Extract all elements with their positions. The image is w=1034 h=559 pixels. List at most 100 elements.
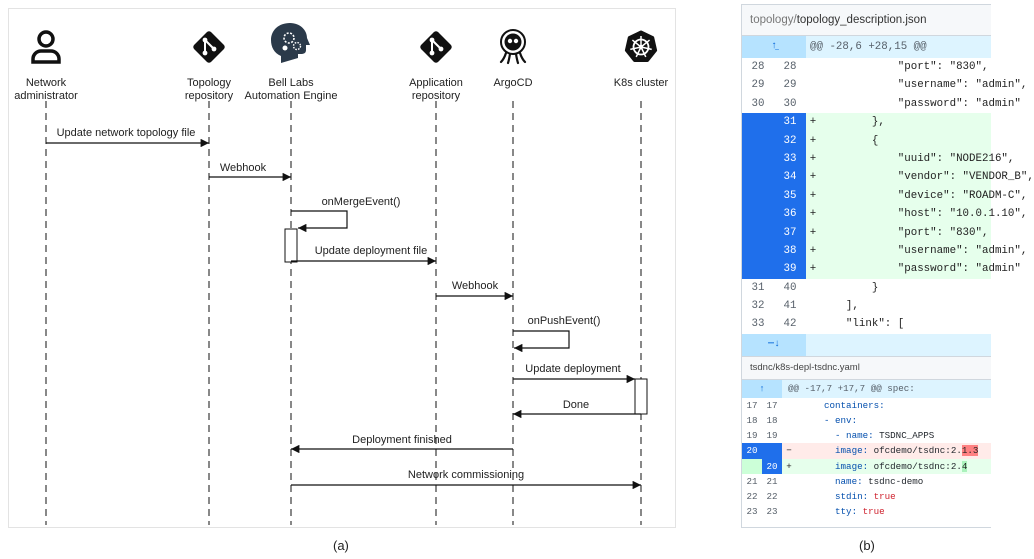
new-line-number[interactable]: 23 <box>766 506 778 518</box>
new-line-number[interactable]: 41 <box>783 300 797 313</box>
message-label: Webhook <box>220 162 267 174</box>
expand-up-icon[interactable]: ↑̤̤ <box>742 36 806 58</box>
old-line-number[interactable]: 19 <box>746 430 758 442</box>
file-header-1[interactable]: topology/topology_description.json <box>742 5 991 36</box>
old-line-number[interactable] <box>742 113 774 132</box>
old-line-number[interactable]: 23 <box>746 506 758 518</box>
diff-removed-line[interactable]: 20− image: ofcdemo/tsdnc:2.1.3 <box>742 443 991 459</box>
new-line-number[interactable]: 35 <box>774 186 806 206</box>
new-line-number[interactable]: 28 <box>783 61 797 73</box>
old-line-number[interactable] <box>742 149 774 169</box>
diff-added-line[interactable]: 36+ "host": "10.0.1.10", <box>742 205 1027 224</box>
new-line-number[interactable]: 37 <box>774 223 806 242</box>
new-line-number[interactable]: 38 <box>774 241 806 261</box>
new-line-number[interactable]: 36 <box>774 205 806 224</box>
diff-added-line[interactable]: 34+ "vendor": "VENDOR_B", <box>742 168 1034 187</box>
expand-down-row[interactable]: ⋯↓ <box>742 333 991 356</box>
diff-added-line[interactable]: 33+ "uuid": "NODE216", <box>742 149 1014 169</box>
message-label: Update deployment <box>525 363 620 375</box>
diff-sign: + <box>809 226 817 239</box>
diff-sign <box>806 297 820 315</box>
new-line-number[interactable]: 32 <box>774 131 806 150</box>
old-line-number[interactable]: 30 <box>751 97 765 110</box>
expand-up-icon-2[interactable]: ↑ <box>742 379 782 398</box>
new-line-number[interactable]: 42 <box>783 318 797 331</box>
new-line-number[interactable]: 17 <box>766 399 778 411</box>
expand-up-row[interactable]: ↑̤̤ @@ -28,6 +28,15 @@ <box>742 36 991 58</box>
message-label: onMergeEvent() <box>322 196 401 208</box>
octopus-icon <box>499 29 527 65</box>
old-line-number[interactable] <box>742 205 774 224</box>
old-line-number[interactable]: 18 <box>746 415 758 427</box>
old-line-number[interactable]: 32 <box>751 300 765 313</box>
old-line-number[interactable] <box>742 223 774 242</box>
old-line-number[interactable] <box>742 260 774 279</box>
old-line-number[interactable]: 31 <box>751 281 765 294</box>
old-line-number[interactable]: 28 <box>751 61 765 73</box>
old-line-number[interactable] <box>742 241 774 261</box>
new-line-number[interactable] <box>762 443 782 459</box>
new-line-number[interactable]: 20 <box>762 458 782 474</box>
message-label: Update network topology file <box>57 127 196 139</box>
activation-bar <box>284 228 298 263</box>
old-line-number[interactable] <box>742 131 774 150</box>
code-text: "password": "admin" <box>820 263 1021 276</box>
old-line-number[interactable]: 29 <box>751 79 765 92</box>
old-line-number[interactable]: 17 <box>746 399 758 411</box>
diff-added-line[interactable]: 39+ "password": "admin" <box>742 260 1021 279</box>
expand-down-icon[interactable]: ⋯↓ <box>742 333 806 356</box>
old-line-number[interactable]: 22 <box>746 490 758 502</box>
diff-added-line[interactable]: 35+ "device": "ROADM-C", <box>742 186 1027 206</box>
diff-added-line[interactable]: 32+ { <box>742 131 991 150</box>
new-line-number[interactable]: 34 <box>774 168 806 187</box>
expand-up-row-2[interactable]: ↑ @@ -17,7 +17,7 @@ spec: <box>742 379 991 398</box>
old-line-number[interactable]: 20 <box>742 443 762 459</box>
diff-added-line[interactable]: 31+ }, <box>742 113 991 132</box>
person-icon <box>31 30 61 64</box>
diff-context-line[interactable]: 19 19 - name: TSDNC_APPS <box>742 428 991 443</box>
diff-sign <box>782 413 796 428</box>
old-line-number[interactable] <box>742 168 774 187</box>
diff-sign <box>806 76 820 94</box>
new-line-number[interactable]: 31 <box>774 113 806 132</box>
new-line-number[interactable]: 21 <box>766 475 778 487</box>
code-text: ], <box>820 300 859 313</box>
old-line-number[interactable] <box>742 458 762 474</box>
git-icon <box>420 31 452 63</box>
diff-added-line[interactable]: 20+ image: ofcdemo/tsdnc:2.4 <box>742 458 991 474</box>
code-text: - name: TSDNC_APPS <box>824 430 935 442</box>
new-line-number[interactable]: 29 <box>783 79 797 92</box>
new-line-number[interactable]: 39 <box>774 260 806 279</box>
new-line-number[interactable]: 19 <box>766 430 778 442</box>
new-line-number[interactable]: 40 <box>783 281 797 294</box>
old-line-number[interactable]: 33 <box>751 318 765 331</box>
diff-sign <box>782 504 796 519</box>
old-line-number[interactable] <box>742 186 774 206</box>
diff-added-line[interactable]: 37+ "port": "830", <box>742 223 991 242</box>
new-line-number[interactable]: 22 <box>766 490 778 502</box>
diff-sign <box>806 58 820 76</box>
diff-context-line[interactable]: 32 41 ], <box>742 297 991 315</box>
message-label: Webhook <box>452 280 499 292</box>
new-line-number[interactable]: 33 <box>774 149 806 169</box>
new-line-number[interactable]: 30 <box>783 97 797 110</box>
diff-sign <box>782 489 796 504</box>
diff-sign: + <box>809 208 817 221</box>
message-label: onPushEvent() <box>528 315 601 327</box>
old-line-number[interactable]: 21 <box>746 475 758 487</box>
new-line-number[interactable]: 18 <box>766 415 778 427</box>
file-header-2[interactable]: tsdnc/k8s-depl-tsdnc.yaml <box>742 355 991 380</box>
diff-added-line[interactable]: 38+ "username": "admin", <box>742 241 1027 261</box>
